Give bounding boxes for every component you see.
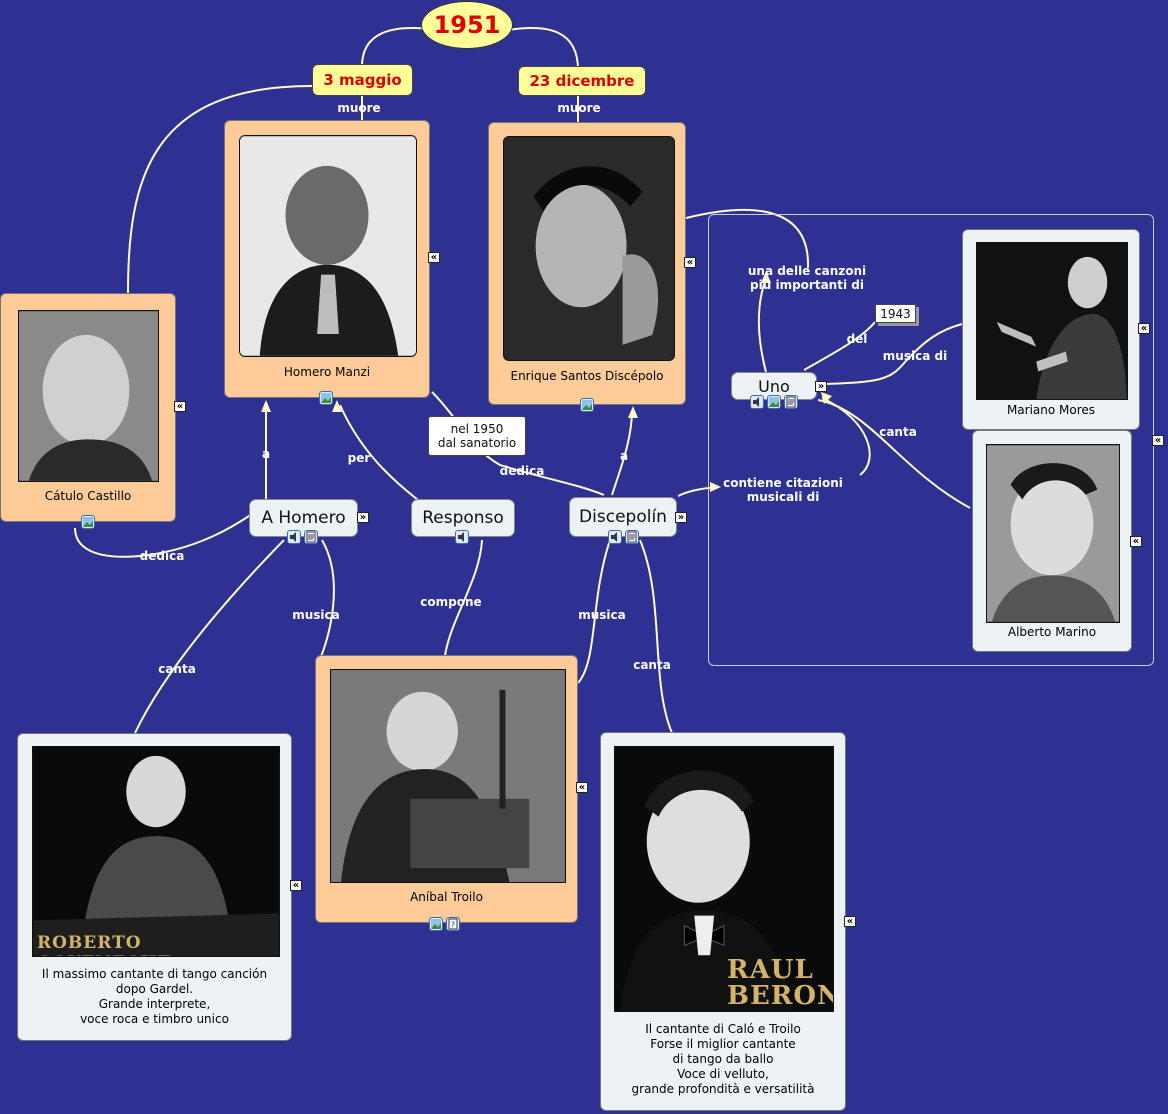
person-card-discepolo[interactable]: Enrique Santos Discépolo (488, 122, 686, 405)
portrait-photo (503, 136, 675, 361)
portrait-photo: ROBERTO GOYENECHE (32, 746, 280, 957)
song-node-responso[interactable]: Responso (411, 499, 515, 537)
portrait-photo (239, 135, 417, 357)
portrait-photo (976, 242, 1128, 400)
song-node-discepolin[interactable]: Discepolín (569, 497, 677, 537)
link-label-musica-discepolin: musica (578, 608, 626, 622)
song-title: Uno (758, 376, 790, 396)
collapse-chevron-icon[interactable]: « (684, 257, 696, 268)
person-card-alberto-marino[interactable]: Alberto Marino (972, 430, 1132, 652)
year-tag-1943: 1943 (875, 304, 916, 323)
link-label-contiene-citazioni: contiene citazioni musicali di (723, 476, 843, 504)
link-label-musica-homero: musica (292, 608, 340, 622)
person-name: Cátulo Castillo (44, 489, 132, 503)
person-card-mariano-mores[interactable]: Mariano Mores (962, 229, 1140, 430)
document-icon[interactable] (625, 530, 639, 544)
link-label-una-delle-canzoni: una delle canzoni più importanti di (747, 264, 867, 292)
link-label-del: del (846, 332, 868, 346)
person-name: Homero Manzi (283, 365, 371, 379)
person-card-anibal-troilo[interactable]: Aníbal Troilo (315, 655, 578, 923)
song-title: A Homero (261, 508, 346, 528)
portrait-photo (986, 444, 1120, 623)
collapse-chevron-icon[interactable]: » (675, 512, 687, 523)
collapse-chevron-icon[interactable]: « (290, 880, 302, 891)
collapse-chevron-icon[interactable]: » (815, 381, 827, 392)
person-card-raul-beron[interactable]: RAUL BERON Il cantante di Caló e Troilo … (600, 732, 846, 1111)
portrait-photo (18, 310, 159, 482)
year-node[interactable]: 1951 (421, 1, 513, 49)
collapse-chevron-icon[interactable]: « (428, 252, 440, 263)
speaker-icon[interactable] (287, 530, 301, 544)
person-card-roberto-goyeneche[interactable]: ROBERTO GOYENECHE Il massimo cantante di… (17, 733, 292, 1041)
speaker-icon[interactable] (608, 530, 622, 544)
image-icon[interactable] (319, 391, 333, 405)
person-description: Il cantante di Caló e Troilo Forse il mi… (631, 1022, 815, 1096)
link-label-a-discepolo: a (619, 449, 629, 463)
image-icon[interactable] (767, 395, 781, 409)
svg-text:?: ? (451, 921, 455, 930)
person-description: Il massimo cantante di tango canción dop… (41, 967, 268, 1026)
link-label-per: per (347, 451, 371, 465)
song-node-a-homero[interactable]: A Homero (249, 499, 358, 537)
note-sanatorio: nel 1950 dal sanatorio (428, 416, 526, 456)
note-sanatorio-text: nel 1950 dal sanatorio (437, 422, 517, 450)
collapse-chevron-icon[interactable]: « (576, 782, 588, 793)
link-label-canta-marino: canta (879, 425, 917, 439)
link-label-muore-discepolo: muore (557, 101, 601, 115)
collapse-chevron-icon[interactable]: « (1130, 536, 1142, 547)
portrait-photo (330, 669, 566, 883)
document-icon[interactable] (784, 395, 798, 409)
image-icon[interactable] (429, 917, 443, 931)
person-name: Aníbal Troilo (410, 890, 483, 904)
collapse-chevron-icon[interactable]: « (1152, 435, 1164, 446)
collapse-chevron-icon[interactable]: « (1138, 323, 1150, 334)
person-name: Alberto Marino (1007, 625, 1097, 639)
song-title: Discepolín (579, 507, 667, 527)
date-node-3-maggio[interactable]: 3 maggio (312, 64, 413, 96)
link-label-dedica-discepolo: dedica (499, 464, 545, 478)
collapse-chevron-icon[interactable]: » (357, 512, 369, 523)
link-label-a-manzi: a (261, 447, 271, 461)
link-label-compone: compone (420, 595, 482, 609)
link-label-musica-di: musica di (882, 349, 948, 363)
song-title: Responso (422, 508, 504, 528)
image-icon[interactable] (580, 398, 594, 412)
help-icon[interactable]: ? (446, 917, 460, 931)
date-node-23-dicembre[interactable]: 23 dicembre (518, 66, 646, 96)
person-name: Mariano Mores (1006, 403, 1096, 417)
document-icon[interactable] (304, 530, 318, 544)
portrait-photo: RAUL BERON (614, 746, 834, 1012)
image-icon[interactable] (81, 515, 95, 529)
link-label-canta-goyeneche: canta (158, 662, 196, 676)
person-name: Enrique Santos Discépolo (510, 369, 664, 383)
link-label-muore-manzi: muore (337, 101, 381, 115)
collapse-chevron-icon[interactable]: « (844, 916, 856, 927)
collapse-chevron-icon[interactable]: « (174, 401, 186, 412)
photo-name-overlay: RAUL BERON (727, 955, 834, 1011)
photo-name-overlay: ROBERTO GOYENECHE (37, 933, 170, 956)
link-label-canta-beron: canta (633, 658, 671, 672)
link-label-dedica-castillo: dedica (139, 549, 185, 563)
speaker-icon[interactable] (750, 395, 764, 409)
person-card-homero-manzi[interactable]: Homero Manzi (224, 120, 430, 398)
speaker-icon[interactable] (455, 530, 469, 544)
person-card-catulo-castillo[interactable]: Cátulo Castillo (0, 293, 176, 522)
